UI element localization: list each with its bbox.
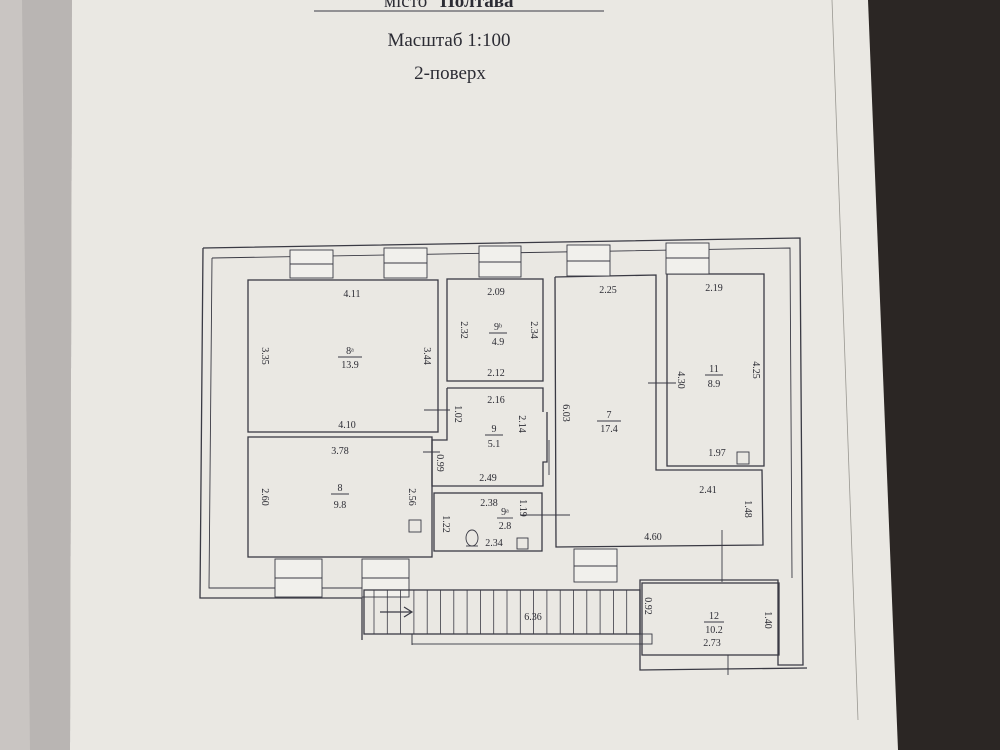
dim-9b-top: 2.09 (487, 287, 505, 298)
room-9-outline (431, 387, 548, 487)
dim-9-left: 1.02 (452, 405, 463, 423)
staircase (363, 589, 653, 645)
dim-8a-bottom: 4.10 (338, 420, 356, 431)
dim-7-ext-top: 2.41 (699, 485, 717, 496)
paper-border-line (831, 0, 859, 721)
dim-11-top: 2.19 (705, 283, 723, 294)
room-8a-outline (247, 279, 439, 433)
dim-7-top: 2.25 (599, 285, 617, 296)
room-8-fixture (408, 519, 422, 533)
room-11-fixture (736, 451, 750, 465)
dim-9-right: 2.14 (516, 415, 527, 433)
room-12-area: 10.2 (705, 625, 723, 636)
dim-9b-right: 2.34 (528, 321, 539, 339)
stair-steps (373, 590, 628, 634)
dim-8-top: 3.78 (331, 446, 349, 457)
dim-9a-bottom: 2.34 (485, 538, 503, 549)
dim-8-door: 0.99 (434, 454, 445, 472)
dim-12-left: 0.92 (642, 597, 653, 615)
dim-11-right: 4.25 (750, 361, 761, 379)
dim-9-bottom: 2.49 (479, 473, 497, 484)
room-9-number: 9 (492, 424, 497, 435)
dimension-labels: 4.11 3.35 3.44 4.10 3.78 2.60 2.56 0.99 … (259, 283, 773, 649)
room-11-number: 11 (709, 364, 719, 375)
dim-9a-door: 1.19 (517, 499, 528, 517)
room-9b-number: 9ᵇ (494, 322, 502, 333)
dim-7-bottom: 4.60 (644, 532, 662, 543)
room-9-area: 5.1 (488, 439, 501, 450)
dim-9b-left: 2.32 (458, 321, 469, 339)
room-7-number: 7 (607, 410, 612, 421)
paper-sheet (70, 0, 898, 750)
room-labels: 8ᵃ 13.9 8 9.8 9ᵇ 4.9 9 5.1 9ᵃ 2.8 7 17.4… (331, 322, 724, 636)
room-8a-number: 8ᵃ (346, 346, 354, 357)
city-prefix: місто (384, 0, 427, 12)
floor-label: 2-поверх (414, 63, 486, 84)
city-name: Полтава (440, 0, 514, 12)
scale-label: Масштаб 1:100 (387, 30, 510, 51)
door-marks (423, 382, 729, 675)
dim-7-left: 6.03 (560, 404, 571, 422)
room-9b-outline (446, 278, 544, 382)
windows (274, 242, 710, 598)
room-11-area: 8.9 (708, 379, 721, 390)
room-9a-number: 9ᵃ (501, 507, 509, 518)
dim-9b-bottom: 2.12 (487, 368, 505, 379)
room-8-area: 9.8 (334, 500, 347, 511)
dim-9a-left: 1.22 (440, 515, 451, 533)
room-9b-area: 4.9 (492, 337, 505, 348)
dim-7-right: 4.30 (675, 371, 686, 389)
room-9a-fixture (516, 537, 529, 550)
room-9a-area: 2.8 (499, 521, 512, 532)
dim-8a-left: 3.35 (259, 347, 270, 365)
dim-8a-top: 4.11 (343, 289, 360, 300)
dim-12-bottom: 2.73 (703, 638, 721, 649)
room-12-outline (641, 582, 780, 656)
dim-8a-right: 3.44 (421, 347, 432, 365)
dim-9a-top: 2.38 (480, 498, 498, 509)
room-7-area: 17.4 (600, 424, 618, 435)
sheet-edge-shadow (22, 0, 72, 750)
room-8-outline (247, 436, 433, 558)
room-9a-outline (433, 492, 543, 552)
room-12-number: 12 (709, 611, 719, 622)
dim-stair-length: 6.36 (524, 612, 542, 623)
room-11-outline (666, 273, 765, 467)
dim-11-bottom: 1.97 (708, 448, 726, 459)
room-7-outline (554, 274, 764, 548)
dim-12-right: 1.40 (762, 611, 773, 629)
stair-arrow-icon (380, 606, 414, 618)
dim-8-left: 2.60 (259, 488, 270, 506)
dim-7-ext-right: 1.48 (742, 500, 753, 518)
room-8a-area: 13.9 (341, 360, 359, 371)
dim-8-right: 2.56 (406, 488, 417, 506)
dim-9-top: 2.16 (487, 395, 505, 406)
room-8-number: 8 (338, 483, 343, 494)
